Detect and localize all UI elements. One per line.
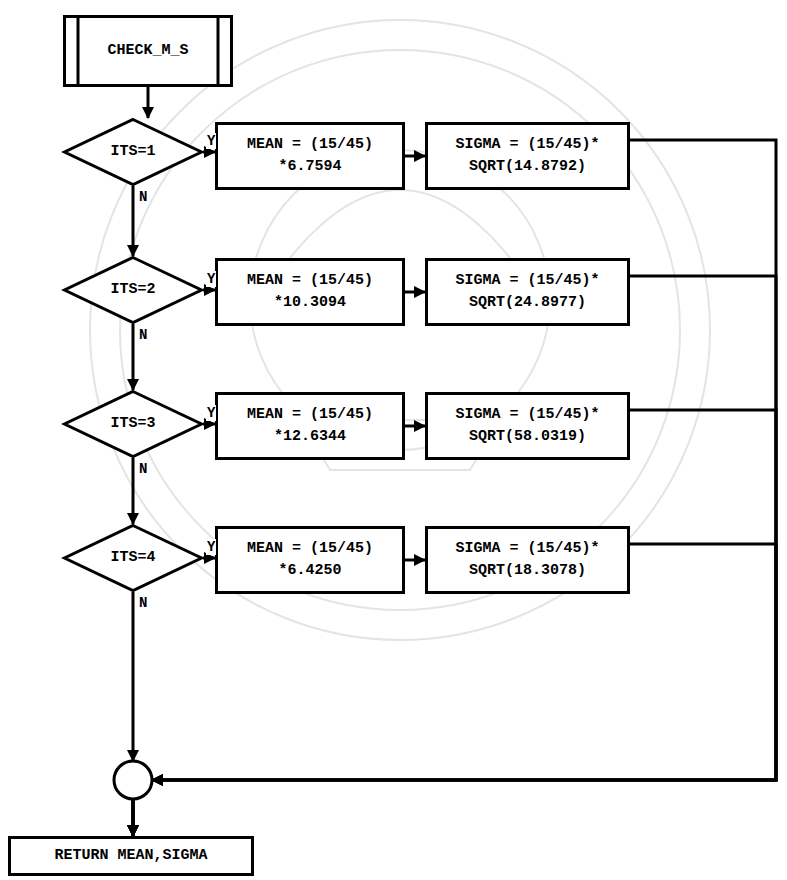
decision-diamond: ITS=1 <box>63 118 203 186</box>
flow-connector <box>133 276 776 836</box>
connector-line <box>405 155 425 158</box>
node-text: ITS=3 <box>110 413 155 435</box>
process-box: MEAN = (15/45) *6.7594 <box>215 122 405 190</box>
flow-connector <box>133 410 776 836</box>
connector-line <box>132 799 135 836</box>
node-text: CHECK_M_S <box>107 40 188 62</box>
edge-label: N <box>138 327 148 343</box>
node-text: RETURN MEAN,SIGMA <box>54 845 207 867</box>
edge-label: Y <box>206 405 216 421</box>
connector-line <box>132 799 135 836</box>
node-text: ITS=2 <box>110 279 155 301</box>
node-text: MEAN = (15/45) *12.6344 <box>226 404 394 448</box>
process-box: SIGMA = (15/45)* SQRT(18.3078) <box>425 526 630 594</box>
connector-line <box>152 276 776 780</box>
node-text: SIGMA = (15/45)* SQRT(24.8977) <box>436 270 619 314</box>
connector-line <box>132 799 135 836</box>
node-text: SIGMA = (15/45)* SQRT(18.3078) <box>436 538 619 582</box>
process-box: MEAN = (15/45) *6.4250 <box>215 526 405 594</box>
node-text: MEAN = (15/45) *10.3094 <box>226 270 394 314</box>
flow-connector <box>133 592 134 836</box>
node-text: ITS=1 <box>110 141 155 163</box>
connector-line <box>147 87 150 118</box>
process-box: SIGMA = (15/45)* SQRT(24.8977) <box>425 258 630 326</box>
flow-connector <box>405 156 425 157</box>
predefined-process: CHECK_M_S <box>63 15 233 87</box>
edge-label: N <box>138 189 148 205</box>
decision-diamond: ITS=2 <box>63 256 203 324</box>
edge-label: N <box>138 461 148 477</box>
connector-line <box>132 799 135 836</box>
connector-line <box>405 291 425 294</box>
edge-label: N <box>138 595 148 611</box>
flow-connector <box>133 186 134 256</box>
connector-line <box>132 324 135 390</box>
flow-connector <box>133 324 134 390</box>
process-box: MEAN = (15/45) *12.6344 <box>215 392 405 460</box>
node-text: MEAN = (15/45) *6.7594 <box>226 134 394 178</box>
flow-connector <box>405 426 425 427</box>
connector-line <box>132 799 135 836</box>
connector-line <box>405 559 425 562</box>
process-box: RETURN MEAN,SIGMA <box>8 836 254 876</box>
connector-line <box>132 458 135 524</box>
flow-connector <box>405 560 425 561</box>
decision-diamond: ITS=3 <box>63 390 203 458</box>
process-box: MEAN = (15/45) *10.3094 <box>215 258 405 326</box>
flow-connector <box>133 458 134 524</box>
edge-label: Y <box>206 539 216 555</box>
process-box: SIGMA = (15/45)* SQRT(58.0319) <box>425 392 630 460</box>
connector-line <box>405 425 425 428</box>
flow-connector <box>148 87 149 118</box>
decision-diamond: ITS=4 <box>63 524 203 592</box>
connector-line <box>152 140 776 780</box>
node-text: MEAN = (15/45) *6.4250 <box>226 538 394 582</box>
edge-label: Y <box>206 271 216 287</box>
flow-connector <box>133 140 776 836</box>
process-box: SIGMA = (15/45)* SQRT(14.8792) <box>425 122 630 190</box>
connector-line <box>132 186 135 256</box>
node-text: SIGMA = (15/45)* SQRT(58.0319) <box>436 404 619 448</box>
merge-connector <box>114 761 152 799</box>
edge-label: Y <box>206 133 216 149</box>
flow-connector <box>405 292 425 293</box>
node-text: SIGMA = (15/45)* SQRT(14.8792) <box>436 134 619 178</box>
connector-line <box>152 410 776 780</box>
node-text: ITS=4 <box>110 547 155 569</box>
connector-line <box>132 592 135 761</box>
